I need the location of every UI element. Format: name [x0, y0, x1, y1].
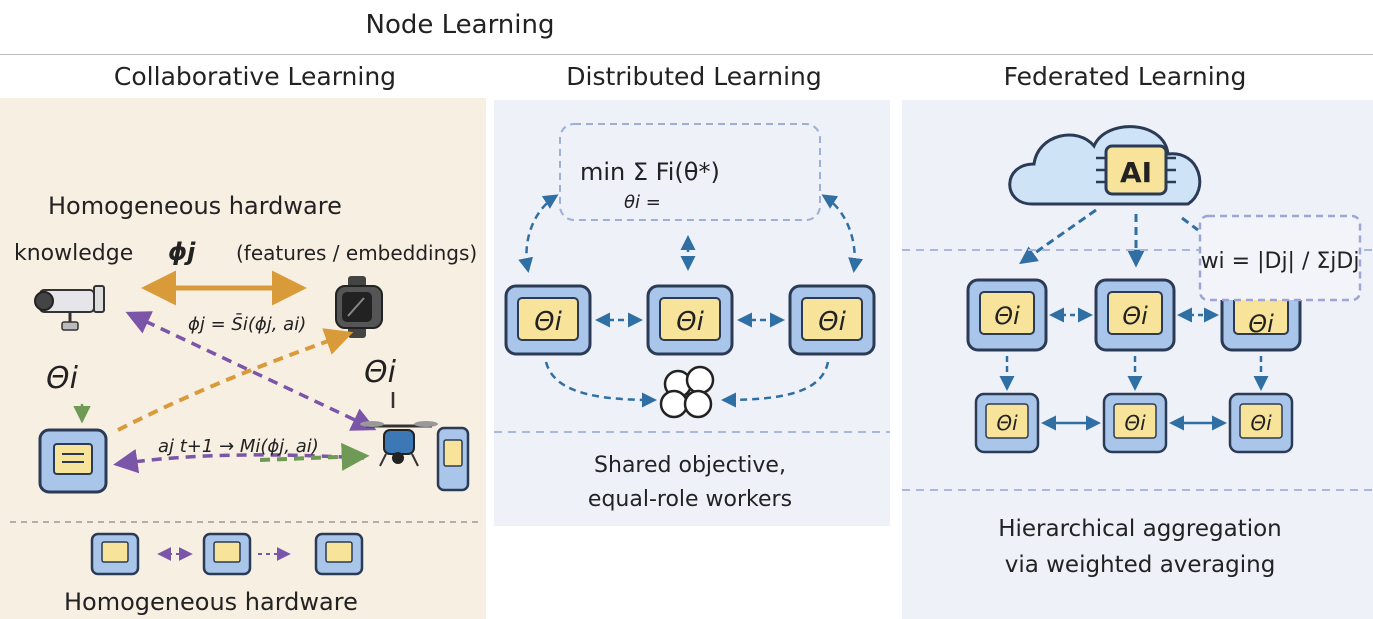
- objective-subscript: θi =: [624, 192, 661, 213]
- fed-node-mid-2: Θi: [1094, 278, 1176, 352]
- fed-node-bottom-3: Θi: [1228, 392, 1294, 454]
- federated-caption-line1: Hierarchical aggregation: [998, 516, 1282, 542]
- svg-text:Θi: Θi: [1248, 310, 1274, 338]
- page-title: Node Learning: [365, 10, 555, 40]
- distributed-panel: min Σ Fi(θ*) θi = Θi Θi Θi: [494, 100, 890, 526]
- svg-text:Θi: Θi: [1122, 302, 1148, 330]
- phi-update-formula: ϕj = S̄i(ϕj, ai): [188, 313, 306, 335]
- theta-left-label: Θi: [46, 361, 79, 396]
- federated-caption-line2: via weighted averaging: [1005, 552, 1276, 578]
- objective-box: [559, 123, 821, 221]
- a-update-formula: aj t+1 → Mi(ϕj, ai): [158, 436, 319, 457]
- objective-formula: min Σ Fi(θ*): [580, 158, 720, 186]
- svg-text:Θi: Θi: [994, 302, 1020, 330]
- hardware-top-label: Homogeneous hardware: [48, 192, 342, 220]
- svg-text:Θi: Θi: [1250, 411, 1272, 435]
- svg-text:Θi: Θi: [818, 307, 846, 337]
- smartwatch-icon: [335, 276, 383, 338]
- bottom-device-1: [90, 532, 140, 576]
- worker-node-center: Θi: [646, 284, 734, 356]
- distributed-caption-line1: Shared objective,: [594, 453, 786, 478]
- column-title-distributed: Distributed Learning: [566, 62, 822, 91]
- column-title-collaborative: Collaborative Learning: [113, 62, 397, 91]
- distributed-caption-line2: equal-role workers: [588, 487, 792, 512]
- title-divider: [0, 54, 1373, 55]
- knowledge-label: knowledge: [14, 241, 133, 266]
- bottom-device-2: [202, 532, 252, 576]
- features-note: (features / embeddings): [236, 241, 477, 265]
- svg-text:Θi: Θi: [676, 307, 704, 337]
- weight-formula: wi = |Dj| / ΣjDj: [1201, 249, 1360, 274]
- theta-right-label: Θi: [364, 355, 397, 390]
- svg-text:Θi: Θi: [996, 411, 1018, 435]
- worker-node-left: Θi: [504, 284, 592, 356]
- phi-j-symbol: ϕj: [168, 238, 196, 266]
- fed-node-mid-1: Θi: [966, 278, 1048, 352]
- ai-chip-icon: AI: [1096, 144, 1176, 196]
- worker-node-right: Θi: [788, 284, 876, 356]
- svg-text:AI: AI: [1120, 156, 1152, 189]
- camera-icon: [34, 285, 105, 331]
- svg-text:Θi: Θi: [534, 307, 562, 337]
- fed-node-bottom-1: Θi: [974, 392, 1040, 454]
- fed-node-bottom-2: Θi: [1102, 392, 1168, 454]
- federated-panel: AI Θi Θi Θi wi = |Dj| / ΣjDj: [902, 100, 1373, 619]
- hardware-bottom-label: Homogeneous hardware: [64, 588, 358, 616]
- column-title-federated: Federated Learning: [1003, 62, 1247, 91]
- collaborative-panel: Homogeneous hardware knowledge ϕj (featu…: [0, 98, 486, 619]
- svg-text:Θi: Θi: [1124, 411, 1146, 435]
- weight-formula-box: wi = |Dj| / ΣjDj: [1198, 214, 1362, 302]
- phone-icon: [436, 426, 470, 492]
- device-node-left: [38, 428, 108, 494]
- bottom-device-3: [314, 532, 364, 576]
- drone-icon: [360, 421, 438, 467]
- aggregation-cluster-icon: [659, 365, 715, 419]
